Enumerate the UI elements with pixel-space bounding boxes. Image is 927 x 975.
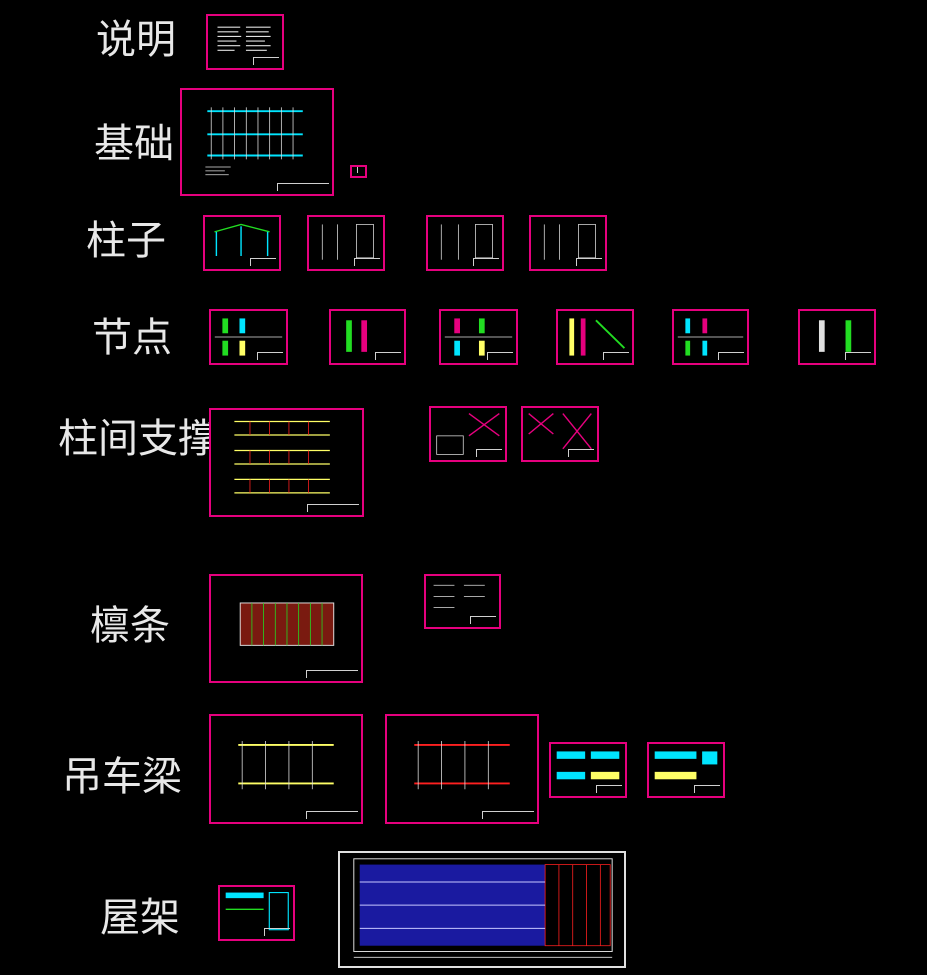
section-label-roof-truss: 屋架 <box>100 895 180 941</box>
section-label-purlins: 檩条 <box>90 603 170 649</box>
drawing-sheet-joint-1[interactable] <box>209 309 288 365</box>
section-label-crane-beam: 吊车梁 <box>62 754 182 800</box>
joint-4-thumbnail <box>569 318 626 356</box>
crane-beam-plan-1-thumbnail <box>238 741 334 790</box>
drawing-sheet-notes[interactable] <box>206 14 284 70</box>
drawing-sheet-joint-4[interactable] <box>556 309 634 365</box>
crane-beam-plan-2-thumbnail <box>414 741 510 790</box>
drawing-sheet-purlin-plan[interactable] <box>209 574 363 683</box>
drawing-sheet-foundation-plan[interactable] <box>180 88 334 196</box>
foundation-plan-thumbnail <box>205 107 303 176</box>
drawing-sheet-roof-truss-detail[interactable] <box>218 885 295 941</box>
joint-6-thumbnail <box>818 320 852 352</box>
section-label-column-bracing: 柱间支撑 <box>58 416 218 462</box>
roof-truss-plan-thumbnail <box>353 858 613 958</box>
section-label-columns: 柱子 <box>86 218 166 264</box>
joint-5-thumbnail <box>677 318 744 356</box>
joint-1-thumbnail <box>214 318 283 356</box>
drawing-sheet-column-1[interactable] <box>203 215 281 271</box>
drawing-sheet-crane-beam-detail-1[interactable] <box>549 742 627 798</box>
drawing-sheet-crane-beam-detail-2[interactable] <box>647 742 725 798</box>
drawing-sheet-crane-beam-plan-2[interactable] <box>385 714 539 824</box>
drawing-sheet-column-4[interactable] <box>529 215 607 271</box>
roof-truss-detail-thumbnail <box>225 892 289 931</box>
section-label-notes: 说明 <box>96 17 176 63</box>
crane-beam-detail-1-thumbnail <box>556 751 620 780</box>
crane-beam-detail-2-thumbnail <box>654 751 718 780</box>
joint-2-thumbnail <box>346 320 368 352</box>
drawing-sheet-joint-6[interactable] <box>798 309 876 365</box>
drawing-sheet-purlin-detail[interactable] <box>424 574 501 629</box>
section-label-foundation: 基础 <box>94 121 174 167</box>
column-bracing-detail-1-thumbnail <box>436 413 500 455</box>
drawing-sheet-foundation-detail[interactable] <box>350 165 367 178</box>
purlin-detail-thumbnail <box>433 584 485 608</box>
drawing-sheet-column-3[interactable] <box>426 215 504 271</box>
joint-3-thumbnail <box>444 318 513 356</box>
column-4-thumbnail <box>543 224 596 260</box>
drawing-sheet-column-bracing-detail-2[interactable] <box>521 406 599 462</box>
drawing-sheet-column-2[interactable] <box>307 215 385 271</box>
notes-text-thumbnail <box>217 26 271 51</box>
drawing-sheet-joint-5[interactable] <box>672 309 749 365</box>
drawing-sheet-roof-truss-plan[interactable] <box>338 851 626 968</box>
column-1-thumbnail <box>214 223 270 256</box>
drawing-sheet-column-bracing-detail-1[interactable] <box>429 406 507 462</box>
drawing-sheet-joint-3[interactable] <box>439 309 518 365</box>
column-2-thumbnail <box>321 224 374 260</box>
column-bracing-elevation-thumbnail <box>234 420 330 494</box>
drawing-sheet-column-bracing-elevation[interactable] <box>209 408 364 517</box>
drawing-sheet-joint-2[interactable] <box>329 309 406 365</box>
section-label-joints: 节点 <box>92 315 172 361</box>
purlin-plan-thumbnail <box>239 602 335 646</box>
column-3-thumbnail <box>440 224 493 260</box>
column-bracing-detail-2-thumbnail <box>528 413 592 450</box>
drawing-sheet-crane-beam-plan-1[interactable] <box>209 714 363 824</box>
